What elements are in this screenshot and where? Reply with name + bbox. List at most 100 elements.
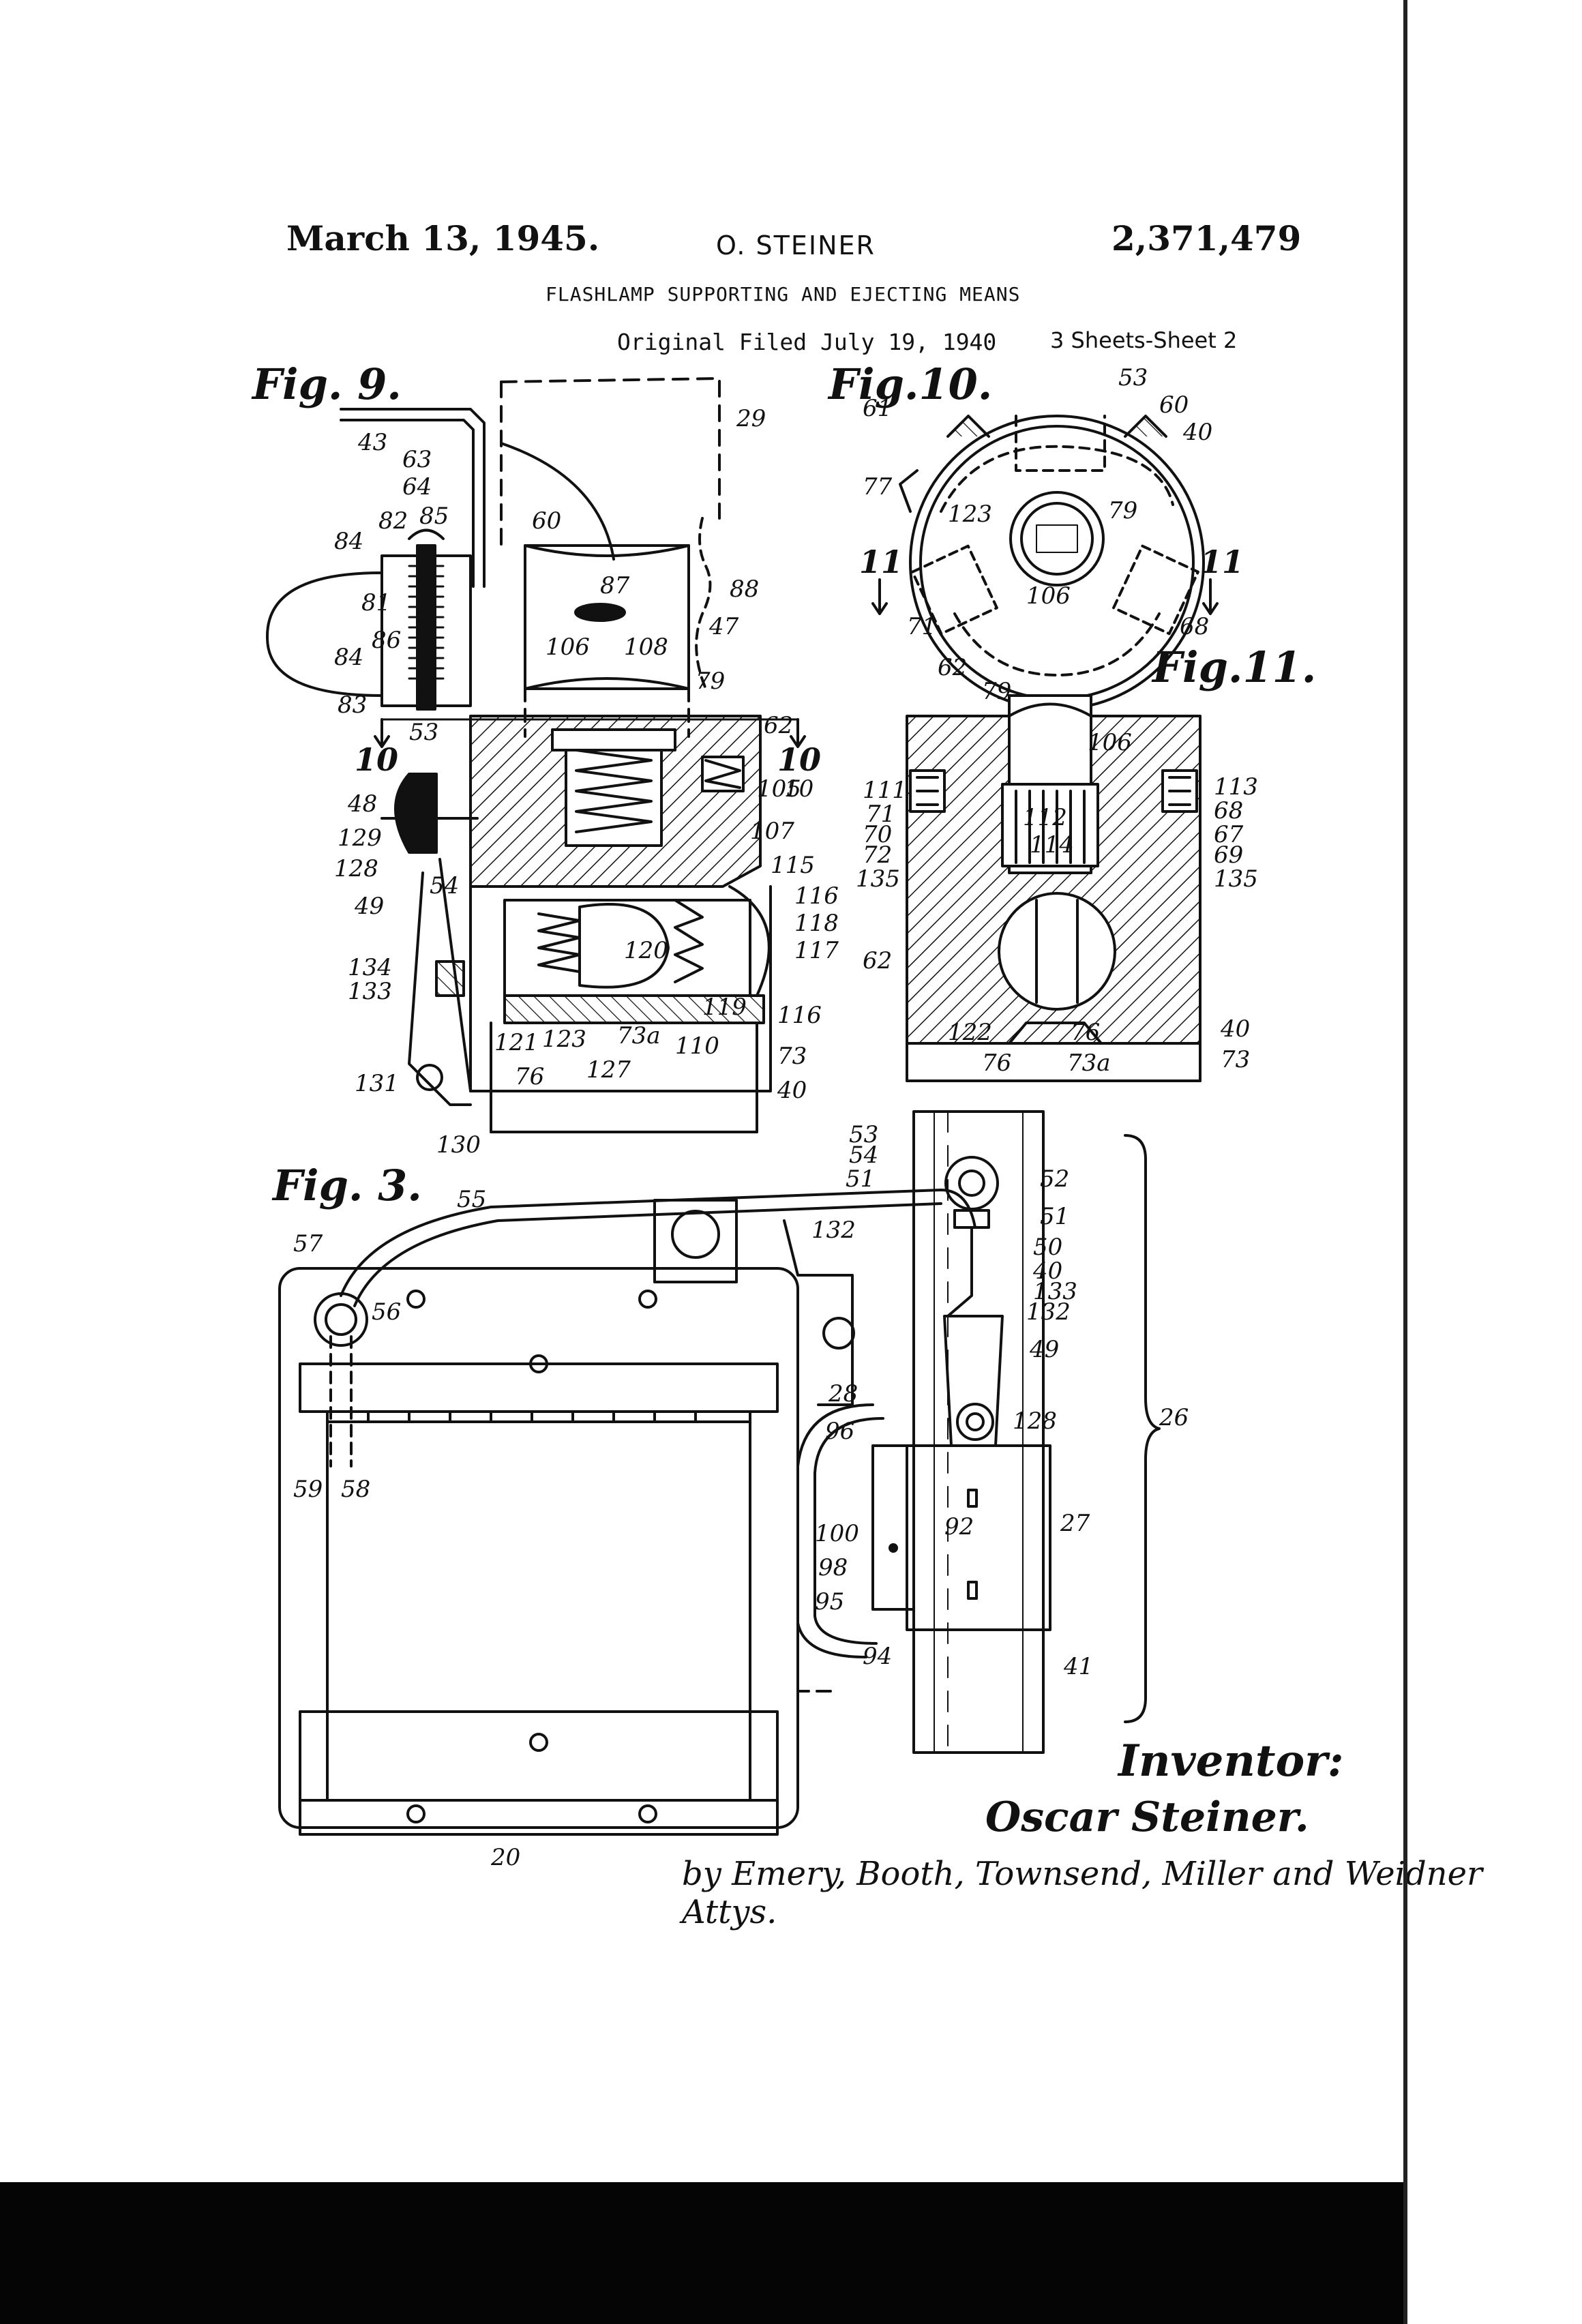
inventor-name: Oscar Steiner. <box>985 1793 1309 1841</box>
reference-numeral: 128 <box>334 855 378 882</box>
section-mark: 11 <box>1200 543 1244 580</box>
reference-numeral: 51 <box>1040 1203 1069 1230</box>
reference-numeral: 106 <box>1088 729 1132 756</box>
reference-numeral: 81 <box>361 589 391 616</box>
reference-numeral: 76 <box>1071 1019 1100 1046</box>
reference-numeral: 98 <box>818 1554 848 1581</box>
section-mark: 10 <box>777 741 821 778</box>
reference-numeral: 40 <box>1182 419 1212 446</box>
reference-numeral: 123 <box>542 1026 586 1053</box>
reference-numeral: 131 <box>355 1070 399 1097</box>
reference-numeral: 82 <box>378 507 408 535</box>
reference-numeral: 73 <box>777 1043 807 1070</box>
reference-numeral: 27 <box>1060 1510 1090 1537</box>
reference-numeral: 92 <box>944 1513 974 1540</box>
reference-numeral: 72 <box>863 841 892 869</box>
fig-10-label: Fig.10. <box>827 359 992 409</box>
reference-numeral: 86 <box>372 627 401 654</box>
reference-numeral: 107 <box>750 818 794 845</box>
reference-numeral: 48 <box>347 790 377 818</box>
reference-numeral: 40 <box>777 1077 807 1104</box>
reference-numeral: 40 <box>1220 1015 1250 1043</box>
reference-numeral: 87 <box>600 572 630 599</box>
reference-numeral: 129 <box>338 824 382 852</box>
reference-numeral: 96 <box>825 1418 854 1445</box>
reference-numeral: 60 <box>532 507 561 535</box>
section-mark: 11 <box>859 543 903 580</box>
reference-numeral: 135 <box>856 865 900 893</box>
reference-numeral: 59 <box>293 1476 323 1503</box>
reference-numeral: 121 <box>494 1029 539 1056</box>
reference-numeral: 73a <box>617 1022 661 1049</box>
reference-numeral: 68 <box>1214 797 1243 824</box>
reference-numeral: 76 <box>982 1049 1011 1077</box>
reference-numeral: 53 <box>409 719 438 746</box>
reference-numeral: 28 <box>828 1380 858 1407</box>
reference-numeral: 130 <box>436 1131 481 1159</box>
reference-numeral: 133 <box>348 978 392 1005</box>
reference-numeral: 54 <box>430 872 459 899</box>
fig-9-label: Fig. 9. <box>251 359 402 409</box>
reference-numeral: 58 <box>341 1476 370 1503</box>
reference-numeral: 49 <box>1029 1336 1059 1363</box>
reference-numeral: 52 <box>1040 1165 1069 1193</box>
reference-numeral: 53 <box>1118 364 1148 391</box>
reference-numeral: 85 <box>419 503 449 530</box>
reference-numeral: 54 <box>849 1142 878 1169</box>
fig-3-refs: 55 57 56 59 58 20 132 53 54 51 52 51 50 … <box>293 1121 1189 1871</box>
scan-border-right <box>1403 0 1407 2324</box>
reference-numeral: 83 <box>338 691 367 719</box>
reference-numeral: 29 <box>736 405 766 432</box>
reference-numeral: 61 <box>863 395 892 422</box>
reference-numeral: 105 <box>757 775 801 803</box>
fig-11-label: Fig.11. <box>1151 642 1316 692</box>
reference-numeral: 122 <box>948 1019 992 1046</box>
reference-numeral: 108 <box>624 634 668 661</box>
reference-numeral: 116 <box>777 1002 822 1029</box>
reference-numeral: 120 <box>624 937 668 964</box>
reference-numeral: 84 <box>334 644 363 671</box>
attorneys-signature: by Emery, Booth, Townsend, Miller and We… <box>682 1855 1582 1931</box>
reference-numeral: 132 <box>811 1217 856 1244</box>
reference-numeral: 118 <box>794 910 839 937</box>
reference-numeral: 26 <box>1159 1404 1189 1431</box>
reference-numeral: 111 <box>863 777 907 804</box>
reference-numeral: 62 <box>938 654 967 681</box>
reference-numeral: 110 <box>675 1032 719 1060</box>
reference-numeral: 106 <box>1026 582 1071 610</box>
reference-numeral: 119 <box>702 994 747 1021</box>
reference-numeral: 100 <box>815 1520 859 1547</box>
reference-numeral: 73a <box>1067 1049 1111 1077</box>
reference-numeral: 73 <box>1221 1046 1250 1073</box>
reference-numeral: 112 <box>1023 804 1067 831</box>
reference-numeral: 113 <box>1214 773 1258 801</box>
reference-numeral: 79 <box>696 668 725 695</box>
reference-numeral: 47 <box>708 613 739 640</box>
reference-numeral: 71 <box>907 613 936 640</box>
reference-numeral: 69 <box>1214 841 1243 869</box>
reference-numeral: 77 <box>863 473 893 501</box>
reference-numeral: 127 <box>586 1056 631 1084</box>
inventor-label: Inventor: <box>1118 1735 1344 1787</box>
reference-numeral: 132 <box>1026 1298 1071 1326</box>
reference-numeral: 84 <box>334 528 363 555</box>
reference-numeral: 56 <box>372 1298 401 1326</box>
reference-numeral: 64 <box>402 473 432 501</box>
figure-3-drawing <box>280 1112 1159 1834</box>
reference-numeral: 41 <box>1063 1653 1093 1680</box>
reference-numeral: 20 <box>490 1844 520 1871</box>
reference-numeral: 57 <box>293 1230 323 1257</box>
reference-numeral: 123 <box>948 501 992 528</box>
reference-numeral: 134 <box>348 954 392 981</box>
reference-numeral: 95 <box>815 1588 844 1615</box>
reference-numeral: 117 <box>794 937 839 964</box>
reference-numeral: 115 <box>771 852 815 879</box>
reference-numeral: 79 <box>1108 497 1137 524</box>
reference-numeral: 50 <box>1033 1234 1062 1261</box>
reference-numeral: 94 <box>863 1643 892 1670</box>
reference-numeral: 88 <box>730 576 759 603</box>
fig-3-label: Fig. 3. <box>271 1161 422 1210</box>
reference-numeral: 63 <box>402 446 432 473</box>
section-mark: 10 <box>355 741 398 778</box>
